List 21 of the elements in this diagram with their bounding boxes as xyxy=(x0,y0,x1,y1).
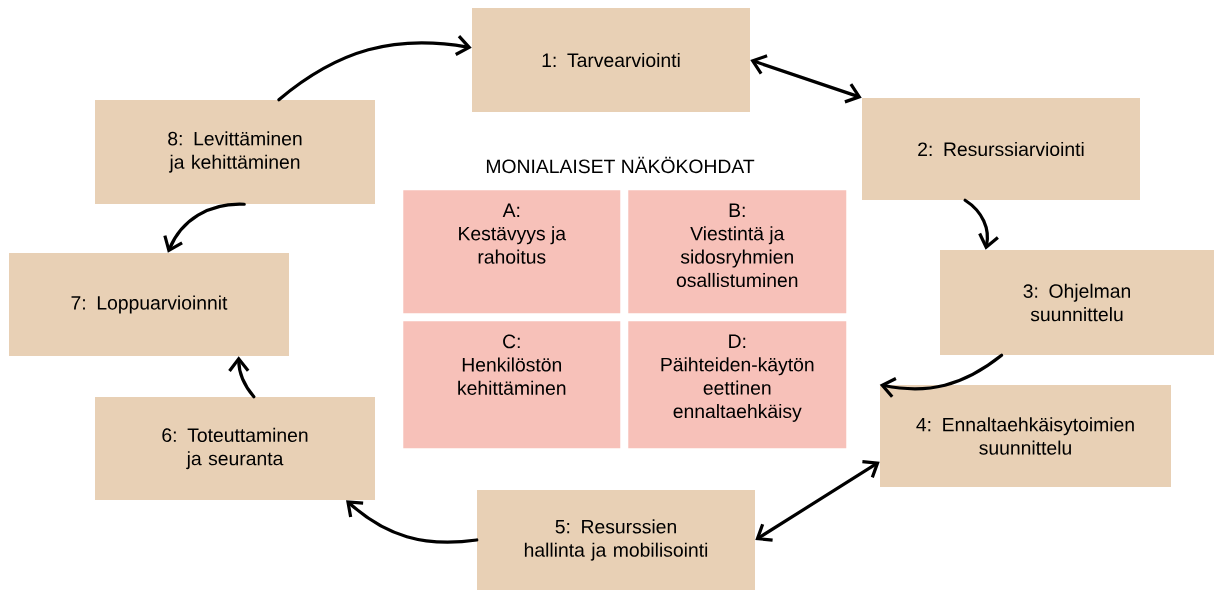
arrow xyxy=(755,459,880,542)
arrow xyxy=(750,54,862,104)
step-box: 4: Ennaltaehkäisytoimien suunnittelu xyxy=(880,385,1171,487)
arrow xyxy=(277,35,472,102)
step-box: 7: Loppuarvioinnit xyxy=(9,253,289,356)
step-box: 8: Levittäminen ja kehittäminen xyxy=(95,100,375,204)
step-box: 5: Resurssien hallinta ja mobilisointi xyxy=(477,490,755,590)
arrow xyxy=(346,500,479,544)
aspect-box: D: Päihteiden-käytön eettinen ennaltaehkäisy xyxy=(628,321,847,449)
aspect-box: C: Henkilöstön kehittäminen xyxy=(403,321,621,449)
arrow xyxy=(163,202,246,253)
step-box: 1: Tarvearviointi xyxy=(472,8,750,112)
heading: MONIALAISET NÄKÖKOHDAT xyxy=(486,156,755,174)
aspect-box: B: Viestintä ja sidosryhmien osallistuminen xyxy=(628,190,847,314)
arrow xyxy=(963,198,999,250)
step-box: 6: Toteuttaminen ja seuranta xyxy=(95,397,375,500)
step-box: 3: Ohjelman suunnittelu xyxy=(940,250,1214,355)
arrow xyxy=(228,356,256,399)
aspect-box: A: Kestävyys ja rahoitus xyxy=(403,190,621,314)
step-box: 2: Resurssiarviointi xyxy=(862,98,1140,200)
arrow xyxy=(879,353,1004,398)
